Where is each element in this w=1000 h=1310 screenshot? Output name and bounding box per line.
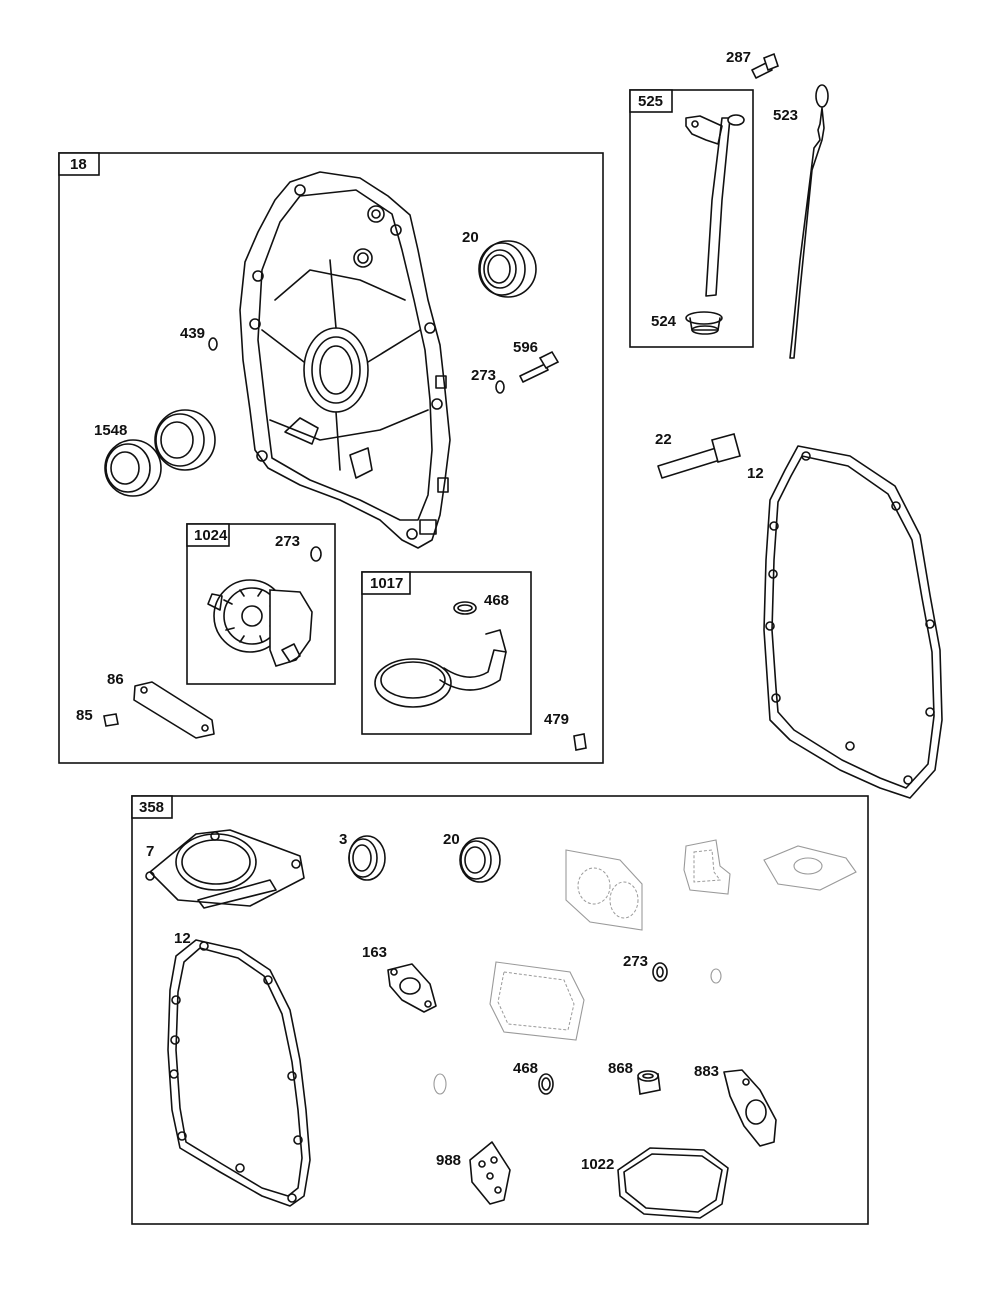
box-358-label: 358 (139, 799, 164, 816)
head-gasket-7: 7 (145, 829, 305, 909)
label-20-set: 20 (443, 831, 460, 848)
label-479: 479 (544, 711, 569, 728)
seal-20-set: 20 (443, 831, 501, 883)
box-525-label: 525 (638, 93, 663, 110)
grey-gasket-a (565, 849, 643, 931)
label-12-upper: 12 (747, 465, 764, 482)
label-22: 22 (655, 431, 672, 448)
oil-pickup (374, 629, 507, 708)
label-1022: 1022 (581, 1156, 614, 1173)
label-988: 988 (436, 1152, 461, 1169)
washer-273-c: 273 (623, 953, 668, 982)
seal-3: 3 (339, 831, 386, 881)
label-20: 20 (462, 229, 479, 246)
grommet-524: 524 (651, 311, 723, 335)
box-525: 525 524 (629, 89, 754, 348)
gasket-12-upper: 12 (747, 445, 943, 799)
label-273-c: 273 (623, 953, 648, 970)
box-1017: 1017 468 (361, 571, 532, 735)
bearing-1548: 1548 (94, 409, 216, 497)
grey-gasket-d (489, 961, 585, 1041)
screw-85: 85 (76, 707, 119, 727)
label-273-b: 273 (275, 533, 300, 550)
label-3: 3 (339, 831, 347, 848)
label-1548: 1548 (94, 422, 127, 439)
label-524: 524 (651, 313, 677, 330)
label-468-set: 468 (513, 1060, 538, 1077)
crankcase-cover (239, 171, 451, 549)
o-ring-439: 439 (180, 325, 218, 351)
gasket-12-set: 12 (167, 930, 311, 1207)
label-596: 596 (513, 339, 538, 356)
label-523: 523 (773, 107, 798, 124)
bolt-287: 287 (726, 49, 779, 79)
label-85: 85 (76, 707, 93, 724)
label-7: 7 (146, 843, 154, 860)
box-1024: 1024 273 (186, 523, 336, 685)
box-1017-label: 1017 (370, 575, 403, 592)
grey-washer-a (710, 968, 722, 984)
gasket-163: 163 (362, 944, 437, 1013)
oil-seal-20: 20 (462, 229, 537, 298)
label-883: 883 (694, 1063, 719, 1080)
label-439: 439 (180, 325, 205, 342)
label-468-a: 468 (484, 592, 509, 609)
gasket-883: 883 (694, 1063, 777, 1147)
gasket-988: 988 (436, 1141, 511, 1205)
gasket-1022: 1022 (581, 1147, 729, 1219)
screw-479: 479 (544, 711, 587, 751)
bolt-596: 596 (513, 339, 560, 383)
label-86: 86 (107, 671, 124, 688)
cover-plate-86: 86 (107, 671, 215, 739)
box-18-label: 18 (70, 156, 87, 173)
washer-273-a: 273 (471, 367, 505, 394)
label-273-a: 273 (471, 367, 496, 384)
grey-gasket-c (763, 845, 857, 891)
o-ring-468-set: 468 (513, 1060, 554, 1095)
dipstick-tube (685, 114, 745, 297)
valve-seal-868: 868 (608, 1060, 661, 1095)
bolt-22: 22 (655, 431, 741, 479)
label-868: 868 (608, 1060, 633, 1077)
grey-washer-b (433, 1073, 447, 1095)
box-1024-label: 1024 (194, 527, 228, 544)
label-12-set: 12 (174, 930, 191, 947)
dipstick-523: 523 (773, 84, 829, 359)
label-287: 287 (726, 49, 751, 66)
grey-gasket-b (683, 839, 731, 895)
label-163: 163 (362, 944, 387, 961)
oil-pump-gear (207, 579, 313, 667)
